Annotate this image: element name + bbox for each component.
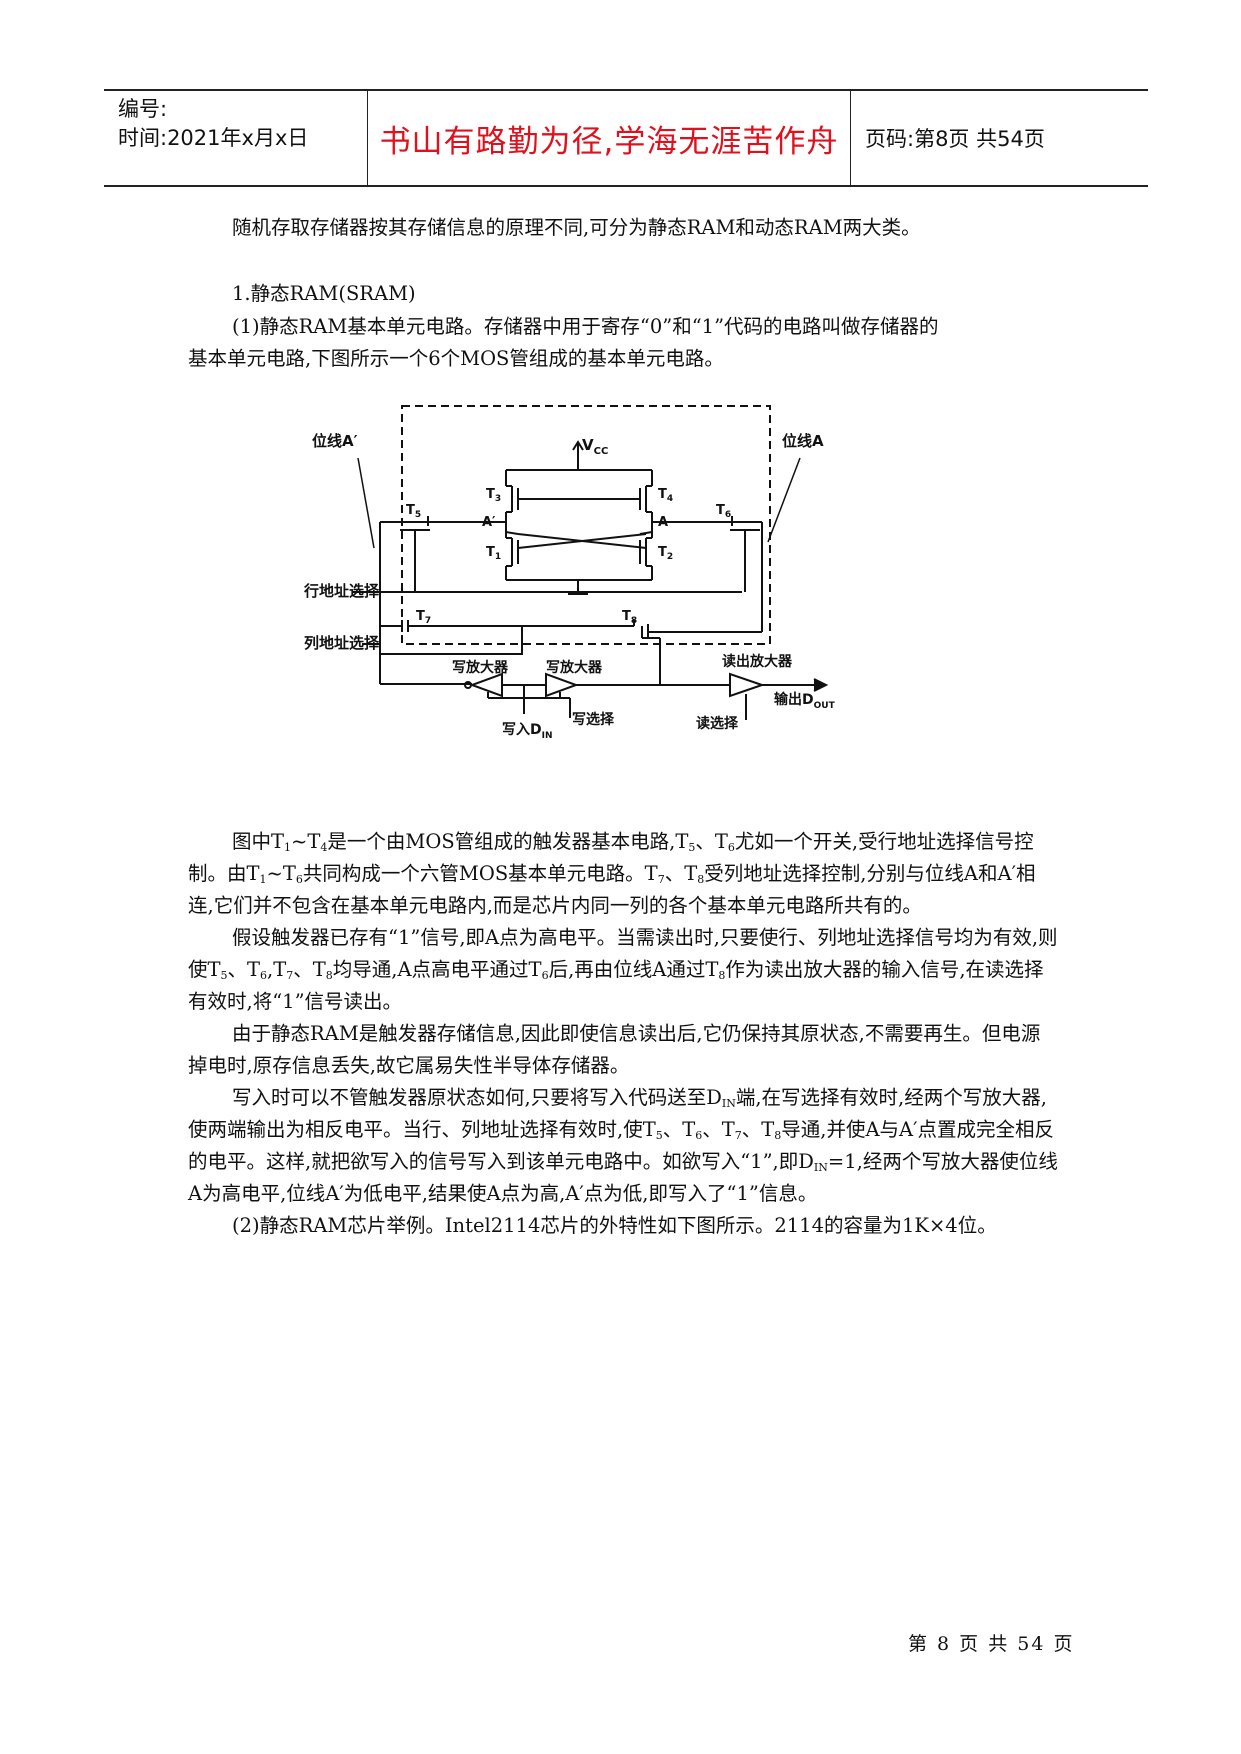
read-amp-label: 读出放大器 <box>722 653 793 670</box>
read-amp <box>729 672 766 698</box>
header-meta-cell: 编号: 时间:2021年x月x日 <box>104 91 368 185</box>
t4-label: T4 <box>658 487 673 504</box>
output-label: 输出DOUT <box>774 691 836 711</box>
cross-coupling-2 <box>517 533 647 549</box>
t3-label: T3 <box>486 487 501 504</box>
write-select-label: 写选择 <box>572 711 615 728</box>
t2-label: T2 <box>658 545 673 562</box>
node-a-prime-label: A′ <box>482 515 496 530</box>
col-select-label: 列地址选择 <box>304 634 380 652</box>
sram-cell-circuit-figure: VCC 位线A′ 位线A 行地址选择 列地址选择 写放大器 写放大器 读出放大器… <box>302 398 942 794</box>
page-footer: 第 8 页 共 54 页 <box>908 1633 1075 1655</box>
t5-label: T5 <box>406 503 421 520</box>
intro-text: 随机存取存储器按其存储信息的原理不同,可分为静态RAM和动态RAM两大类。 <box>232 216 921 239</box>
number-label: 编号: <box>118 97 168 121</box>
output-arrow <box>813 678 829 692</box>
t1-label: T1 <box>486 545 501 562</box>
page-label: 页码:第8页 共54页 <box>865 127 1045 151</box>
bitline-a-prime-pointer <box>357 457 375 549</box>
write-amp-2-label: 写放大器 <box>546 659 603 676</box>
paragraph-4: 由于静态RAM是触发器存储信息,因此即使信息读出后,它仍保持其原状态,不需要再生… <box>188 1022 1041 1077</box>
paragraph-5: 写入时可以不管触发器原状态如何,只要将写入代码送至DIN端,在写选择有效时,经两… <box>188 1086 1058 1205</box>
bitline-a-pointer <box>767 457 801 543</box>
paragraph-1-line-1: (1)静态RAM基本单元电路。存储器中用于寄存“0”和“1”代码的电路叫做存储器… <box>232 315 939 338</box>
cell-boundary-dashed <box>401 405 771 645</box>
row-select-label: 行地址选择 <box>303 582 380 600</box>
bitline-a-label: 位线A <box>782 432 824 450</box>
intro-paragraph: 随机存取存储器按其存储信息的原理不同,可分为静态RAM和动态RAM两大类。 <box>188 212 1058 244</box>
paragraph-6: (2)静态RAM芯片举例。Intel2114芯片的外特性如下图所示。2114的容… <box>232 1214 997 1237</box>
paragraph-1-line-2: 基本单元电路,下图所示一个6个MOS管组成的基本单元电路。 <box>188 347 724 370</box>
node-a-label: A <box>658 515 668 530</box>
read-select-label: 读选择 <box>696 715 739 732</box>
time-label: 时间:2021年x月x日 <box>118 126 309 150</box>
motto: 书山有路勤为径,学海无涯苦作舟 <box>368 91 851 185</box>
write-amp-1-label: 写放大器 <box>452 659 509 676</box>
vcc-arrow <box>572 440 584 451</box>
t8-label: T8 <box>622 609 637 626</box>
paragraph-1: (1)静态RAM基本单元电路。存储器中用于寄存“0”和“1”代码的电路叫做存储器… <box>188 311 1058 375</box>
vcc-label: VCC <box>582 436 608 457</box>
bitline-a-prime-label: 位线A′ <box>312 432 358 450</box>
write-in-label: 写入DIN <box>502 722 553 741</box>
circuit-diagram: VCC 位线A′ 位线A 行地址选择 列地址选择 写放大器 写放大器 读出放大器… <box>303 405 836 741</box>
t6-label: T6 <box>716 503 731 520</box>
t7-label: T7 <box>416 609 431 626</box>
paragraph-2: 图中T1~T4是一个由MOS管组成的触发器基本电路,T5、T6尤如一个开关,受行… <box>188 830 1036 917</box>
page-header: 编号: 时间:2021年x月x日 书山有路勤为径,学海无涯苦作舟 页码:第8页 … <box>104 89 1148 187</box>
section-heading: 1.静态RAM(SRAM) <box>232 282 416 305</box>
body-paragraphs: 图中T1~T4是一个由MOS管组成的触发器基本电路,T5、T6尤如一个开关,受行… <box>188 826 1058 1242</box>
paragraph-3: 假设触发器已存有“1”信号,即A点为高电平。当需读出时,只要使行、列地址选择信号… <box>188 926 1058 1013</box>
